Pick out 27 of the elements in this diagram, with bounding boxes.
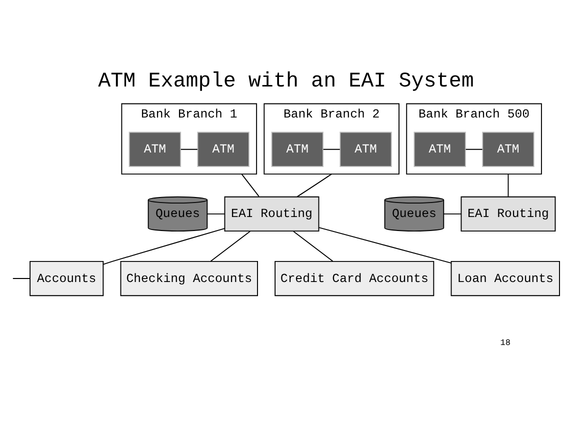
connector <box>465 148 483 150</box>
connector <box>292 230 334 262</box>
connector <box>207 213 226 214</box>
connector <box>180 148 198 150</box>
diagram-title: ATM Example with an EAI System <box>98 70 474 94</box>
node-box: EAI Routing <box>224 196 320 232</box>
node-box: ATM <box>128 132 182 167</box>
node-box: ATM <box>414 132 466 167</box>
connector <box>210 230 251 262</box>
node-box: Accounts <box>30 260 104 296</box>
connector <box>322 148 340 150</box>
connector <box>508 174 509 197</box>
connector <box>296 174 332 198</box>
connector <box>241 174 260 197</box>
node-box: ATM <box>197 132 250 167</box>
node-box: Checking Accounts <box>120 260 258 296</box>
connector <box>318 227 452 264</box>
node-box: EAI Routing <box>460 196 556 232</box>
connector <box>12 278 30 279</box>
node-box: ATM <box>340 132 392 167</box>
node-box: ATM <box>271 132 324 167</box>
node-box: Loan Accounts <box>450 260 560 296</box>
node-box: ATM <box>482 132 534 167</box>
label: 18 <box>500 338 510 348</box>
connector <box>443 213 462 214</box>
node-box: Credit Card Accounts <box>274 260 434 296</box>
connector <box>102 228 226 265</box>
